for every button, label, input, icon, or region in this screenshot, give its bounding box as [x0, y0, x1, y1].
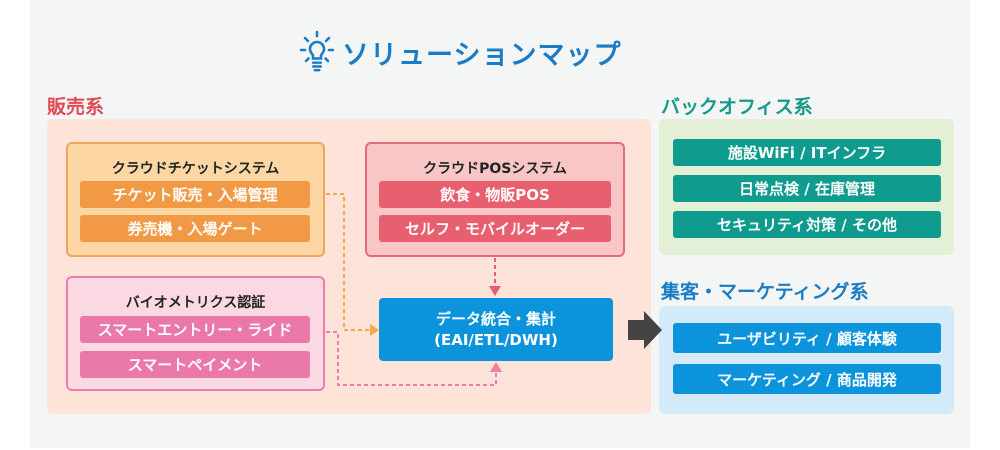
page-title: ソリューションマップ — [300, 30, 621, 74]
section-label-sales: 販売系 — [47, 96, 105, 118]
group-title: バイオメトリクス認証 — [125, 295, 266, 311]
group-title: クラウドPOSシステム — [423, 161, 567, 177]
lightbulb-icon — [300, 30, 334, 72]
data-integration-hub[interactable]: データ統合・集計 (EAI/ETL/DWH) — [379, 298, 613, 361]
hub-title: データ統合・集計 — [435, 309, 556, 328]
item-ticket-gate[interactable]: 券売機・入場ゲート — [80, 215, 310, 242]
hub-subtitle: (EAI/ETL/DWH) — [434, 330, 558, 349]
item-self-mobile-order[interactable]: セルフ・モバイルオーダー — [379, 215, 611, 242]
item-food-pos[interactable]: 飲食・物販POS — [379, 181, 611, 208]
title-text: ソリューションマップ — [342, 39, 622, 71]
item-wifi-infra[interactable]: 施設WiFi / ITインフラ — [673, 139, 941, 166]
item-security-other[interactable]: セキュリティ対策 / その他 — [673, 211, 941, 238]
section-label-marketing: 集客・マーケティング系 — [661, 281, 869, 303]
item-marketing-product[interactable]: マーケティング / 商品開発 — [673, 364, 941, 394]
item-smart-entry[interactable]: スマートエントリー・ライド — [80, 316, 310, 343]
item-smart-payment[interactable]: スマートペイメント — [80, 351, 310, 378]
section-label-backoffice: バックオフィス系 — [661, 96, 813, 118]
item-inspection-inventory[interactable]: 日常点検 / 在庫管理 — [673, 175, 941, 202]
item-usability-cx[interactable]: ユーザビリティ / 顧客体験 — [673, 323, 941, 353]
group-title: クラウドチケットシステム — [111, 161, 280, 177]
item-ticket-sales[interactable]: チケット販売・入場管理 — [80, 181, 310, 208]
